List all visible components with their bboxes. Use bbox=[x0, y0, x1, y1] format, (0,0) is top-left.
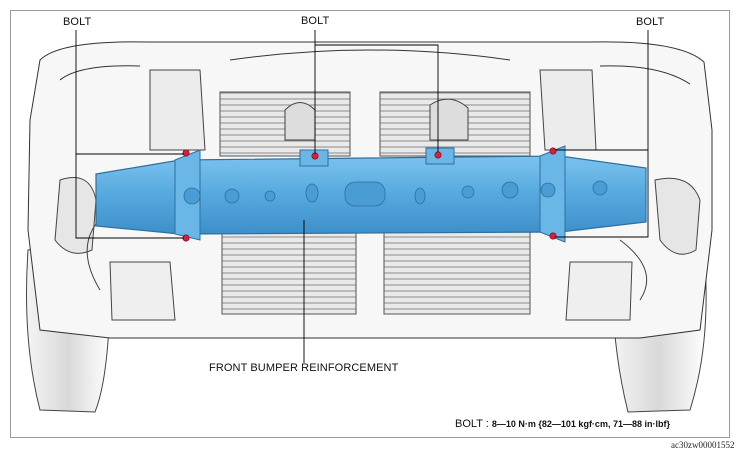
bolt-marker bbox=[434, 151, 442, 159]
bolt-label-left: BOLT bbox=[63, 16, 92, 28]
bolt-marker bbox=[549, 147, 557, 155]
bolt-marker bbox=[549, 232, 557, 240]
leader-lines bbox=[75, 30, 649, 363]
bolt-marker bbox=[182, 149, 190, 157]
engine-bay-details bbox=[54, 69, 701, 321]
lower-radiator bbox=[221, 231, 531, 315]
torque-spec-prefix: BOLT : bbox=[455, 418, 492, 430]
bolt-label-right: BOLT bbox=[636, 16, 665, 28]
torque-spec-value: 8—10 N·m {82—101 kgf·cm, 71—88 in·lbf} bbox=[491, 419, 670, 429]
torque-spec: BOLT : 8—10 N·m {82—101 kgf·cm, 71—88 in… bbox=[455, 418, 670, 430]
bolt-label-center: BOLT bbox=[301, 15, 330, 27]
bolt-markers bbox=[182, 147, 557, 242]
reference-code: ac30zw00001552 bbox=[671, 440, 735, 450]
front-bumper-reinforcement bbox=[95, 145, 647, 243]
front-bumper-reinforcement-label: FRONT BUMPER REINFORCEMENT bbox=[209, 362, 399, 374]
